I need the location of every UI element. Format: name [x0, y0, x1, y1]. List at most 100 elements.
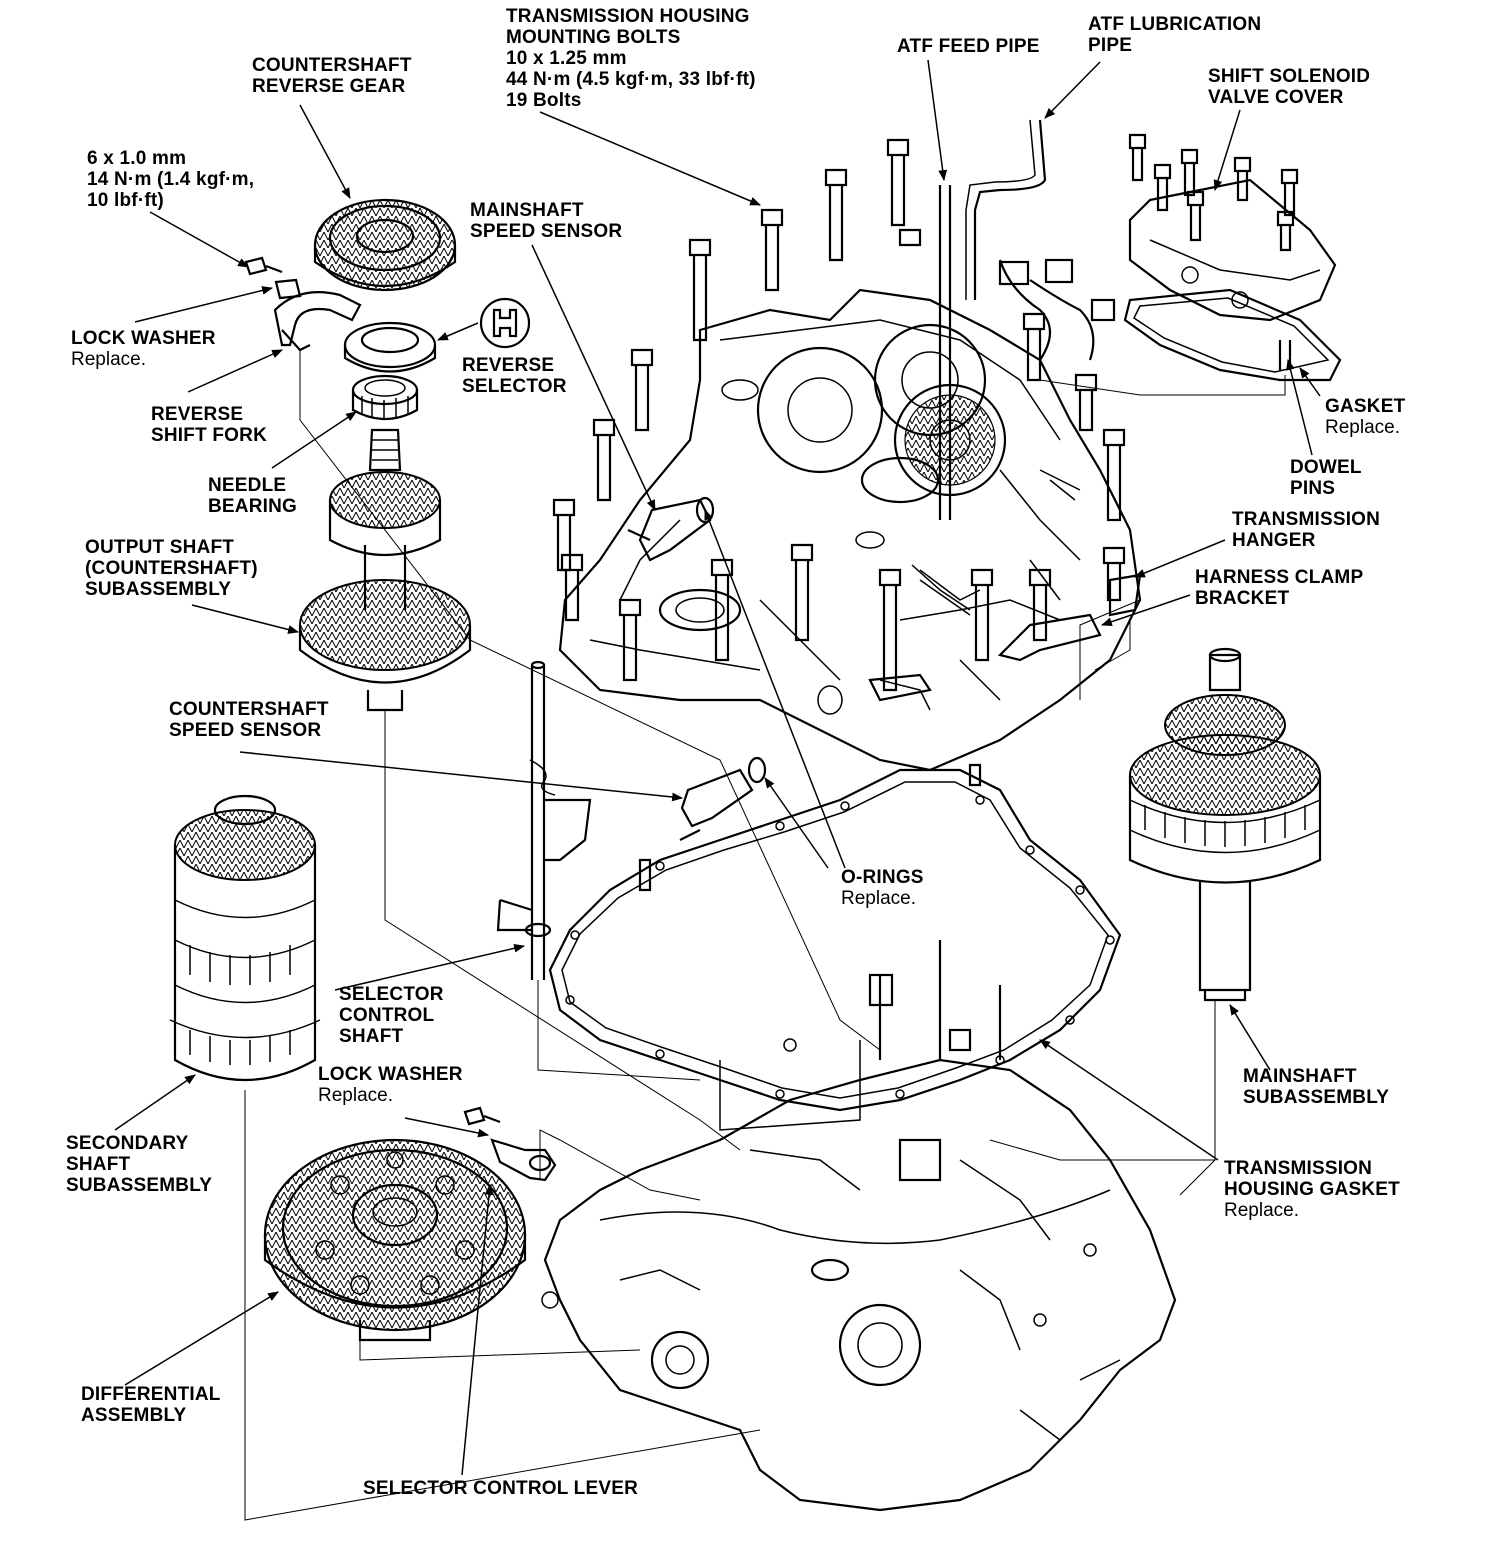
label-line: SUBASSEMBLY [66, 1175, 213, 1196]
label-line: SPEED SENSOR [169, 720, 322, 741]
label-line: DOWEL [1290, 457, 1362, 478]
label-line: SECONDARY [66, 1133, 189, 1154]
selector-control-lever [490, 1138, 557, 1182]
differential-assembly [263, 1138, 527, 1342]
label-mainshaft-subassembly: MAINSHAFT SUBASSEMBLY [1243, 1066, 1389, 1108]
label-line: SUBASSEMBLY [85, 579, 232, 600]
label-countershaft-speed-sensor: COUNTERSHAFT SPEED SENSOR [169, 699, 329, 741]
label-line: SHIFT FORK [151, 425, 267, 446]
label-note: Replace. [318, 1085, 393, 1106]
label-gasket: GASKET Replace. [1325, 396, 1405, 438]
label-differential-assembly: DIFFERENTIAL ASSEMBLY [81, 1384, 221, 1426]
label-line: SUBASSEMBLY [1243, 1087, 1390, 1108]
label-line: TRANSMISSION [1224, 1158, 1373, 1179]
alignment-lines [244, 350, 1286, 1521]
secondary-shaft-subassembly [169, 794, 321, 1081]
label-line: ATF FEED PIPE [897, 36, 1040, 57]
label-line: ATF LUBRICATION [1088, 14, 1262, 35]
label-line: SHIFT SOLENOID [1208, 66, 1371, 87]
leader-lines [114, 59, 1321, 1476]
label-atf-lubrication-pipe: ATF LUBRICATION PIPE [1088, 14, 1261, 56]
harness-clamp-bracket [868, 613, 1102, 702]
transmission-hanger [1108, 573, 1142, 617]
label-line: OUTPUT SHAFT [85, 537, 235, 558]
label-line: LOCK WASHER [71, 328, 216, 349]
label-reverse-shift-fork: REVERSE SHIFT FORK [151, 404, 267, 446]
label-line: PIPE [1088, 35, 1133, 56]
label-line: 6 x 1.0 mm [87, 148, 187, 169]
label-atf-feed-pipe: ATF FEED PIPE [897, 36, 1040, 57]
transmission-housing-gasket [548, 763, 1122, 1112]
label-line: SHAFT [66, 1154, 131, 1175]
label-countershaft-reverse-gear: COUNTERSHAFT REVERSE GEAR [252, 55, 412, 97]
label-line: BEARING [208, 496, 298, 517]
label-line: LOCK WASHER [318, 1064, 463, 1085]
label-line: COUNTERSHAFT [169, 699, 329, 720]
mainshaft-subassembly [1128, 647, 1322, 1002]
label-transmission-housing-gasket: TRANSMISSION HOUSING GASKET Replace. [1224, 1158, 1400, 1221]
label-secondary-shaft-subassembly: SECONDARY SHAFT SUBASSEMBLY [66, 1133, 212, 1196]
label-line: 44 N·m (4.5 kgf·m, 33 lbf·ft) [506, 69, 756, 90]
label-line: TRANSMISSION HOUSING [506, 6, 750, 27]
label-housing-mounting-bolts: TRANSMISSION HOUSING MOUNTING BOLTS 10 x… [506, 6, 756, 111]
label-line: BRACKET [1195, 588, 1290, 609]
label-line: CONTROL [339, 1005, 435, 1026]
label-note: Replace. [1325, 417, 1400, 438]
lock-washer-bottom [463, 1106, 501, 1126]
transmission-housing-lower [541, 940, 1177, 1512]
mainshaft-speed-sensor [627, 496, 715, 562]
label-line: REVERSE [462, 355, 555, 376]
label-output-shaft-subassembly: OUTPUT SHAFT (COUNTERSHAFT) SUBASSEMBLY [85, 537, 258, 600]
label-line: O-RINGS [841, 867, 924, 888]
label-line: PINS [1290, 478, 1336, 499]
label-line: TRANSMISSION [1232, 509, 1381, 530]
label-line: MOUNTING BOLTS [506, 27, 681, 48]
label-line: (COUNTERSHAFT) [85, 558, 258, 579]
selector-control-shaft [496, 660, 592, 980]
label-line: SELECTOR [462, 376, 567, 397]
label-selector-control-lever: SELECTOR CONTROL LEVER [363, 1478, 638, 1499]
label-lock-washer-bottom: LOCK WASHER Replace. [318, 1064, 463, 1106]
label-line: SPEED SENSOR [470, 221, 623, 242]
label-line: GASKET [1325, 396, 1406, 417]
label-o-rings: O-RINGS Replace. [841, 867, 924, 909]
reverse-shift-fork [273, 291, 362, 352]
shift-solenoid-valve-cover [1128, 133, 1337, 322]
label-line: REVERSE GEAR [252, 76, 406, 97]
label-line: 19 Bolts [506, 90, 582, 111]
label-line: 10 x 1.25 mm [506, 48, 627, 69]
label-reverse-selector: REVERSE SELECTOR [462, 355, 567, 397]
label-line: HANGER [1232, 530, 1316, 551]
label-line: SELECTOR [339, 984, 444, 1005]
lock-washer-top [244, 256, 302, 300]
label-line: 14 N·m (1.4 kgf·m, [87, 169, 255, 190]
label-needle-bearing: NEEDLE BEARING [208, 475, 297, 517]
label-note: Replace. [1224, 1200, 1299, 1221]
countershaft-speed-sensor [679, 756, 767, 841]
label-line: 10 lbf·ft) [87, 190, 164, 211]
solenoid-gasket [1123, 288, 1342, 382]
label-line: MAINSHAFT [1243, 1066, 1357, 1087]
label-harness-clamp-bracket: HARNESS CLAMP BRACKET [1195, 567, 1363, 609]
label-shift-solenoid-valve-cover: SHIFT SOLENOID VALVE COVER [1208, 66, 1370, 108]
label-line: MAINSHAFT [470, 200, 584, 221]
label-dowel-pins: DOWEL PINS [1290, 457, 1362, 499]
label-line: REVERSE [151, 404, 244, 425]
label-line: SHAFT [339, 1026, 404, 1047]
label-transmission-hanger: TRANSMISSION HANGER [1232, 509, 1380, 551]
countershaft-reverse-gear [313, 198, 457, 292]
reverse-selector-hub [343, 321, 437, 373]
label-bolt-6mm: 6 x 1.0 mm 14 N·m (1.4 kgf·m, 10 lbf·ft) [87, 148, 254, 211]
transmission-housing-upper [558, 288, 1142, 772]
label-line: HOUSING GASKET [1224, 1179, 1400, 1200]
label-line: DIFFERENTIAL [81, 1384, 221, 1405]
reverse-selector-icon [479, 297, 531, 349]
label-line: NEEDLE [208, 475, 287, 496]
output-shaft-subassembly [298, 428, 472, 712]
label-line: COUNTERSHAFT [252, 55, 412, 76]
label-lock-washer-top: LOCK WASHER Replace. [71, 328, 216, 370]
label-line: SELECTOR CONTROL LEVER [363, 1478, 639, 1499]
label-note: Replace. [71, 349, 146, 370]
label-line: ASSEMBLY [81, 1405, 187, 1426]
